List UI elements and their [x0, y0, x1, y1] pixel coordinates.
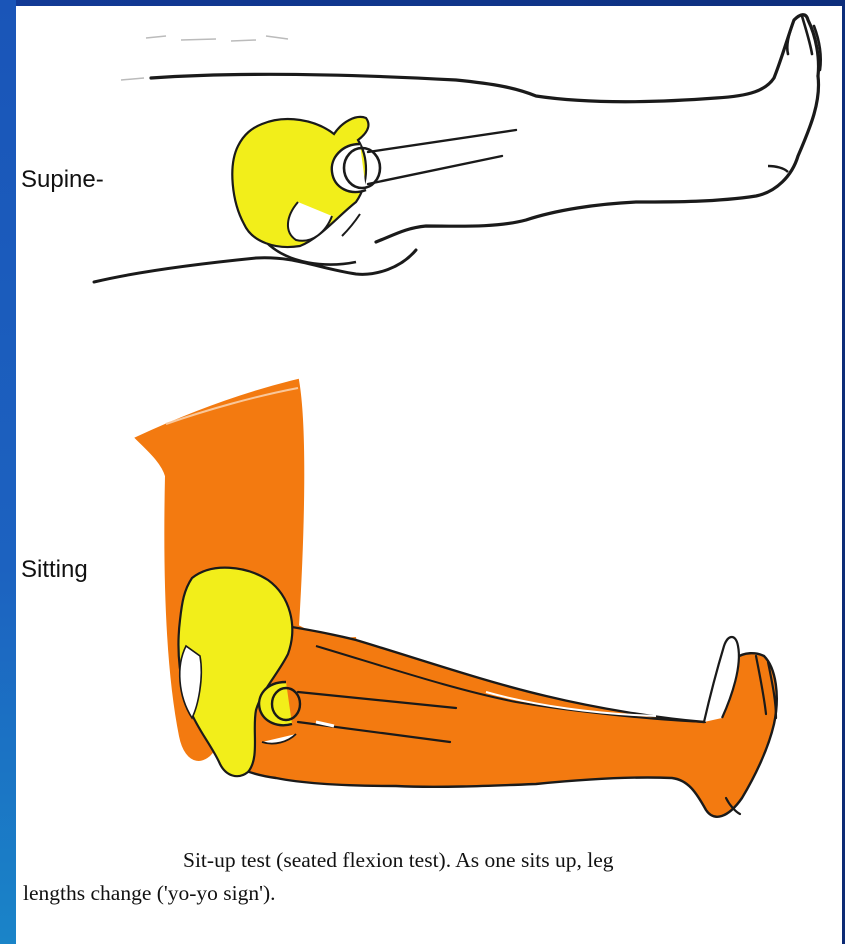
supine-femur [368, 130, 516, 184]
supine-pubis-line [342, 214, 360, 236]
supine-back-line [94, 250, 416, 282]
supine-label: Supine- [21, 166, 104, 194]
illustration [16, 6, 842, 836]
caption-line-2: lengths change ('yo-yo sign'). [23, 881, 276, 905]
caption-line-1: Sit-up test (seated flexion test). As on… [23, 844, 833, 877]
figure-caption: Sit-up test (seated flexion test). As on… [23, 844, 833, 910]
supine-ankle-mark [768, 166, 788, 172]
supine-figure [94, 15, 821, 282]
sitting-figure [136, 380, 777, 817]
figure-panel: Supine- Sitting Sit-up test (seated flex… [16, 6, 842, 944]
supine-leg-top-outline [151, 15, 819, 102]
slide-left-accent [0, 0, 16, 944]
sitting-label: Sitting [21, 556, 88, 584]
